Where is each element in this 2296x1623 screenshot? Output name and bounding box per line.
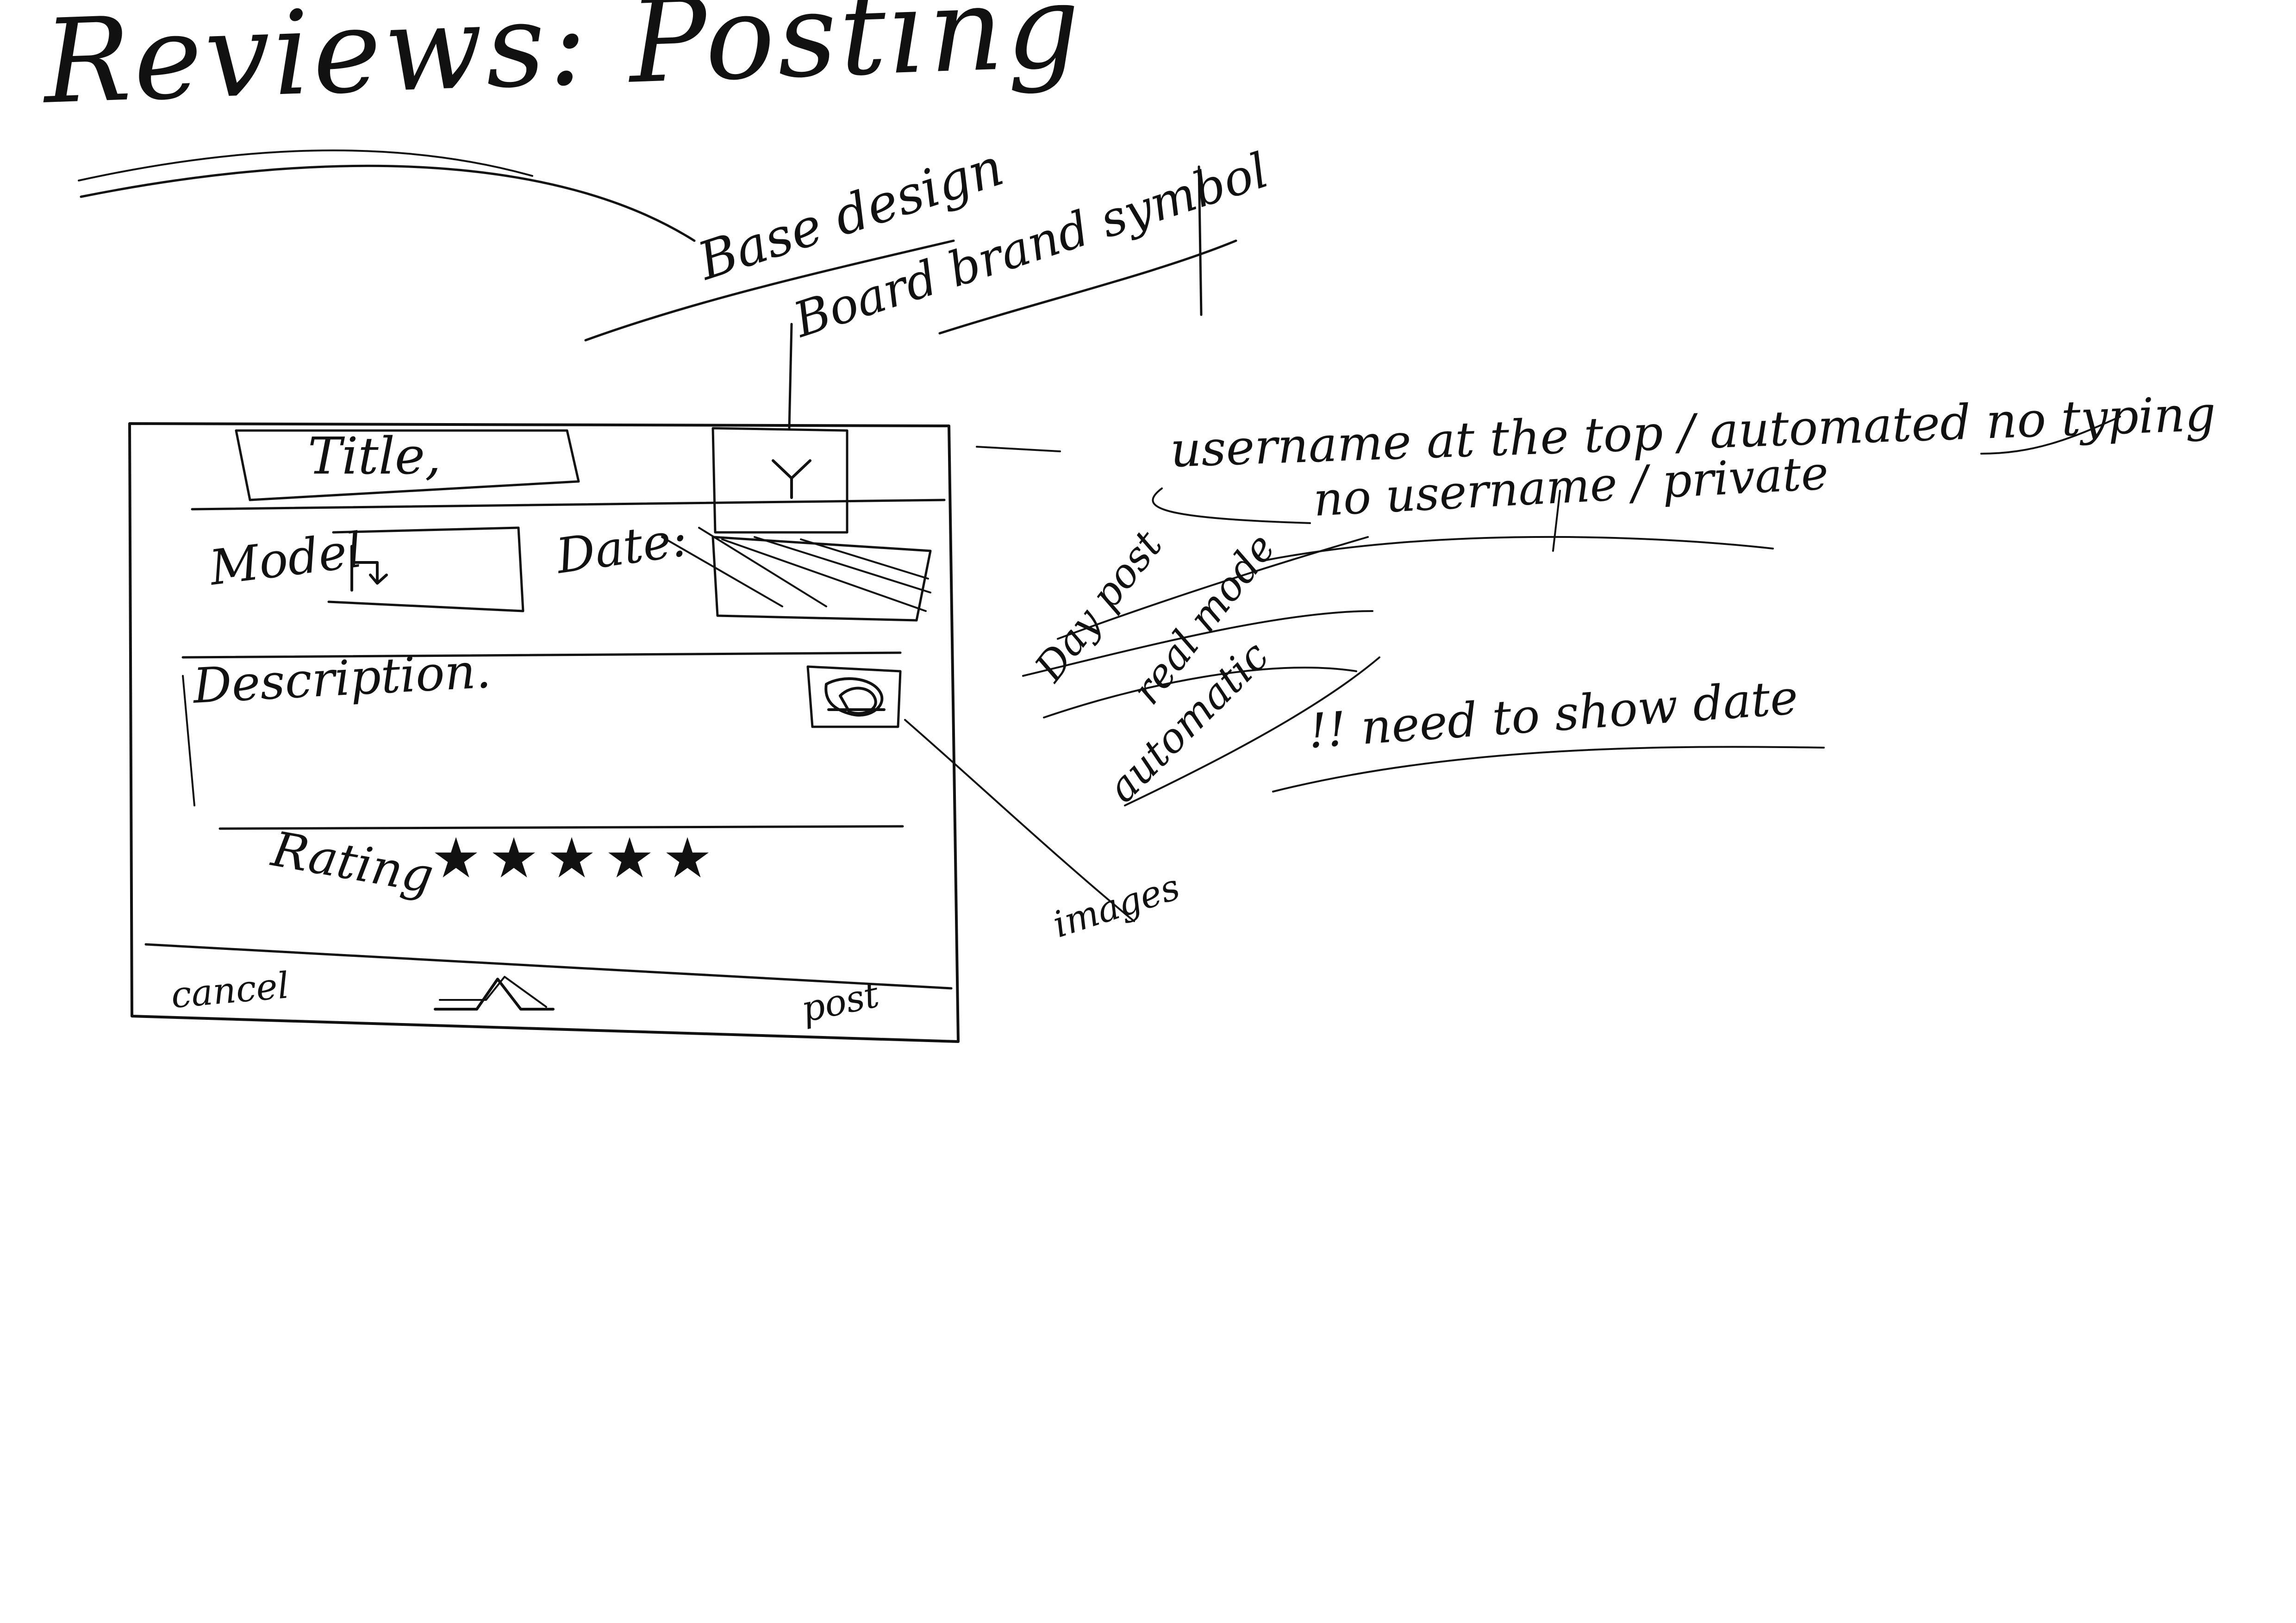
model-date-divider (181, 651, 902, 659)
rating-star-3[interactable]: ★ (547, 826, 597, 891)
title-underline-top (80, 164, 696, 242)
private-underline (1265, 536, 1774, 561)
private-arrow (1152, 487, 1311, 524)
rating-star-2[interactable]: ★ (489, 826, 539, 891)
brand-callout-line (788, 323, 793, 430)
date-field-box (711, 536, 932, 622)
base-design-underline (584, 239, 955, 342)
description-field[interactable]: Description. (192, 642, 493, 714)
title-field[interactable]: Title, (308, 426, 441, 486)
center-nav-mark (439, 976, 547, 1008)
rating-star-4[interactable]: ★ (605, 826, 655, 891)
image-attach-icon[interactable] (815, 670, 898, 726)
rating-star-5[interactable]: ★ (662, 826, 712, 891)
automatic-bracket (1124, 656, 1380, 806)
image-button-frame (806, 665, 902, 728)
typing-strikeout (1980, 416, 2121, 455)
header-divider (191, 499, 946, 511)
images-callout-line (904, 719, 1135, 922)
brand-symbol-box (711, 427, 849, 534)
home-arrow-icon[interactable] (426, 965, 565, 1021)
model-field-box (327, 526, 524, 612)
board-brand-icon (772, 459, 811, 499)
form-frame (128, 422, 960, 1043)
title-field-box (235, 429, 580, 501)
show-date-underline (1272, 746, 1825, 793)
rating-star-1[interactable]: ★ (431, 826, 481, 891)
dropdown-arrow-icon[interactable] (343, 537, 407, 602)
brand-symbol-vertical-mark (1198, 165, 1203, 316)
automatic-strikeout (1022, 536, 1373, 718)
username-callout-line (976, 446, 1061, 452)
private-separator (1552, 490, 1561, 552)
description-left-border (182, 675, 195, 806)
rating-divider (218, 825, 904, 830)
title-underline-bottom (78, 150, 533, 181)
footer-divider (144, 943, 953, 990)
date-field-strikeout (661, 527, 931, 612)
